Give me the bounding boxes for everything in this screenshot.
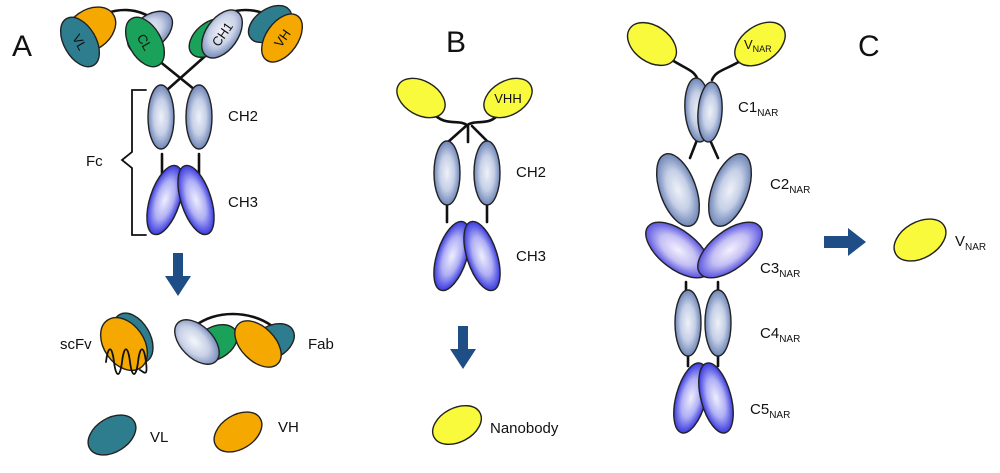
b-ch3-left <box>433 220 471 292</box>
b-vhh-right <box>483 77 533 119</box>
a-down-arrow <box>165 253 191 296</box>
a-ch1-domain <box>201 9 243 59</box>
b-nanobody-label: Nanobody <box>490 420 559 437</box>
c-c5-sub: NAR <box>769 410 790 421</box>
c-vnar-single-sub: NAR <box>965 242 986 253</box>
a-ch2-left <box>147 84 175 150</box>
c-c3-right <box>697 221 763 279</box>
c-c4-sub: NAR <box>779 334 800 345</box>
c-c3-base: C3 <box>760 260 779 277</box>
c-vnar-single-base: V <box>955 233 965 250</box>
b-ch3-right <box>463 220 501 292</box>
a-scfv-label: scFv <box>60 336 92 353</box>
c-c1-base: C1 <box>738 99 757 116</box>
a-fab-label: Fab <box>308 336 334 353</box>
a-ch2-label: CH2 <box>228 108 258 125</box>
panel-a: A VL CL CH1 VH CH2 CH3 Fc <box>12 4 334 456</box>
b-ch2-label: CH2 <box>516 164 546 181</box>
panel-a-letter: A <box>12 30 32 63</box>
c-vnar-top-right <box>734 21 786 67</box>
a-ch3-label: CH3 <box>228 194 258 211</box>
a-ch2-right <box>185 84 213 150</box>
c-c2-sub: NAR <box>789 185 810 196</box>
c-c2-label: C2NAR <box>770 176 810 196</box>
a-legend-vl-label: VL <box>150 429 168 446</box>
b-hinge-to-left-ch2 <box>446 124 468 144</box>
b-ch2-right <box>473 140 501 206</box>
c-c4-label: C4NAR <box>760 325 800 345</box>
a-legend-vh-shape <box>213 411 263 453</box>
c-link-right-v <box>710 58 744 82</box>
c-c3-label: C3NAR <box>760 260 800 280</box>
c-c2-base: C2 <box>770 176 789 193</box>
a-cl-domain <box>124 16 166 68</box>
c-vnar-top-base: V <box>744 37 753 52</box>
c-vnar-top-sub: NAR <box>753 44 773 54</box>
c-c5-right <box>698 362 734 434</box>
panel-b: B VHH CH2 CH3 Nanobody <box>396 26 559 446</box>
c-c2-left <box>655 153 701 227</box>
panel-b-letter: B <box>446 26 466 59</box>
b-ch3-label: CH3 <box>516 248 546 265</box>
a-vl-domain-label: VL <box>69 32 90 53</box>
c-link-c1-c2-left <box>688 138 699 160</box>
c-c4-right <box>704 289 732 357</box>
c-vnar-top-left <box>626 21 678 67</box>
a-fab-ch1 <box>174 319 220 365</box>
b-nanobody-shape <box>431 404 483 446</box>
a-fab-link <box>193 312 274 328</box>
a-fc-label: Fc <box>86 153 103 170</box>
a-ch3-left <box>146 164 184 236</box>
c-link-c1-c2-right <box>708 138 720 160</box>
b-vhh-label: VHH <box>494 91 521 106</box>
c-c5-label: C5NAR <box>750 401 790 421</box>
a-vl-domain <box>59 16 101 68</box>
c-c2-right <box>707 153 753 227</box>
c-c3-sub: NAR <box>779 269 800 280</box>
c-right-arrow <box>824 228 866 256</box>
b-down-arrow <box>450 326 476 369</box>
c-c1-label: C1NAR <box>738 99 778 119</box>
c-c4-left <box>674 289 702 357</box>
a-scfv-linker <box>105 348 148 375</box>
c-vnar-single-shape <box>893 218 947 262</box>
a-vh-domain <box>261 13 303 63</box>
a-legend-vl-shape <box>87 414 137 456</box>
b-vhh-left <box>396 77 446 119</box>
a-cl-domain-label: CL <box>134 31 155 53</box>
a-legend-vh-label: VH <box>278 419 299 436</box>
b-ch2-left <box>433 140 461 206</box>
a-ch3-right <box>177 164 215 236</box>
c-c1-sub: NAR <box>757 108 778 119</box>
a-fc-bracket <box>120 89 147 236</box>
c-vnar-top-label: VNAR <box>744 37 772 54</box>
b-hinge-to-right-ch2 <box>470 124 490 144</box>
panel-c-letter: C <box>858 30 880 63</box>
c-c1-right <box>697 81 723 143</box>
c-c4-base: C4 <box>760 325 779 342</box>
panel-c: C VNAR C1NAR C2NAR C3NAR C4NAR C5N <box>626 21 986 434</box>
c-c5-base: C5 <box>750 401 769 418</box>
c-vnar-single-label: VNAR <box>955 233 986 253</box>
a-fab-vh <box>234 320 282 368</box>
c-link-left-v <box>670 58 700 82</box>
